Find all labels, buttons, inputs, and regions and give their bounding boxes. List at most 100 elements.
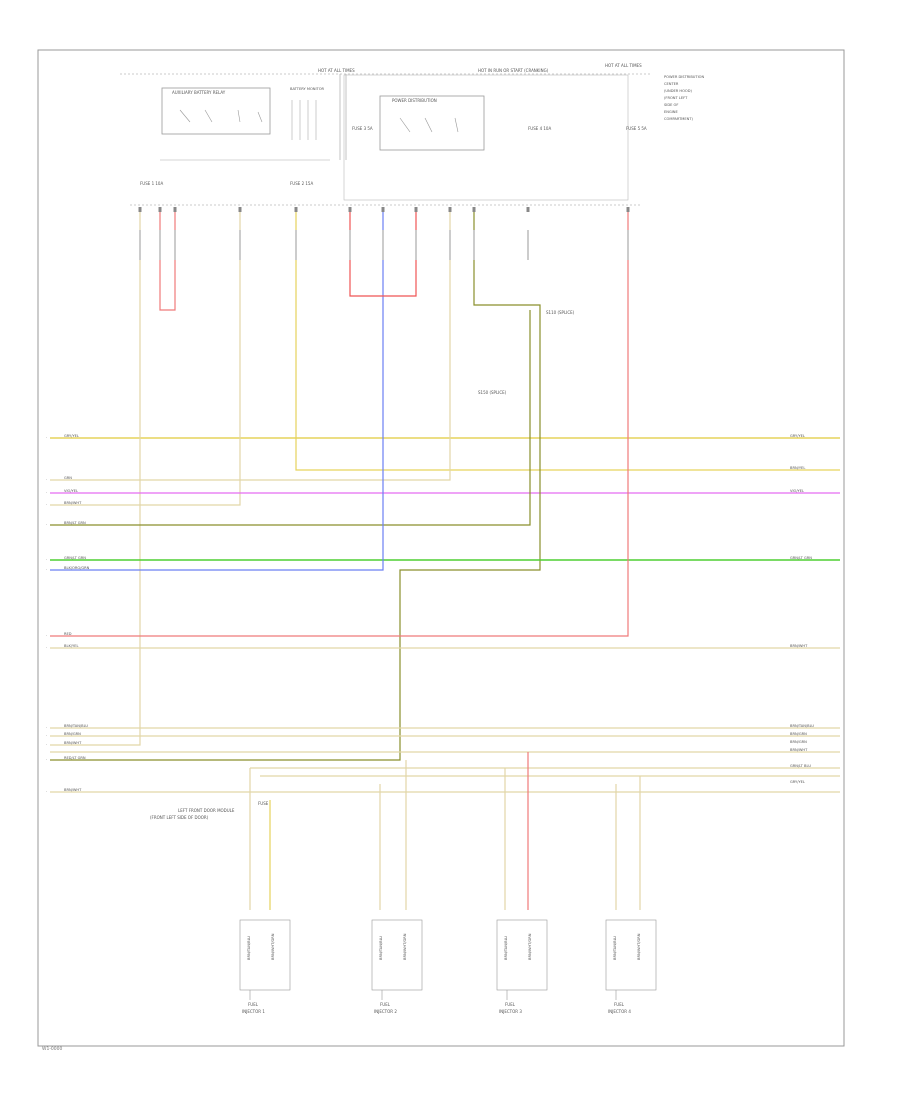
module-wire-label: BRN/TAN/BLU [379,936,383,960]
label-hot-at-all-times: HOT AT ALL TIMES [318,68,355,73]
bus-right-label: BRN/YEL [790,466,805,470]
module-name: FUEL [248,1002,259,1007]
module-sub: INJECTOR 4 [608,1009,631,1014]
wire-tag [159,230,161,260]
wire-tag [473,230,475,260]
fuel-injector-module: FUEL INJECTOR 2 BRN/TAN/BLU BRN/WHT/GRN [371,919,423,1014]
fuel-injector-module: FUEL INJECTOR 1 BRN/TAN/BLU BRN/WHT/GRN [239,919,291,1014]
wire-tag [382,230,384,260]
bus-right-label: BRN/GRN [790,740,807,744]
svg-text:(FRONT LEFT SIDE OF DOOR): (FRONT LEFT SIDE OF DOOR) [150,815,209,820]
fuse-label-5: FUSE 5 5A [626,126,647,131]
bus-right-label: GRN/LT BLU [790,764,811,768]
svg-text:FUSE: FUSE [258,801,269,806]
module-name: FUEL [614,1002,625,1007]
connector-pin [626,207,630,212]
bus-left-label: BRN/WHT [64,741,82,745]
relay-left-box [161,87,271,135]
module-wire-label: BRN/WHT/GRN [271,933,275,960]
module-name: FUEL [505,1002,516,1007]
bottom-center-label: FUSE LEFT FRONT DOOR MODULE (FRONT LEFT … [150,801,269,820]
fuel-injector-module: FUEL INJECTOR 4 BRN/TAN/BLU BRN/WHT/GRN [605,919,657,1014]
wire-blue [50,210,384,571]
wire-olive-1 [50,310,531,526]
bus-right-label: BRN/WHT [790,748,808,752]
bus-left-label: BRN/TAN/BLU [64,724,88,728]
bus-left-label: BRN/WHT [64,788,82,792]
bus-left-pin: · [46,758,47,762]
bus-right-label: BRN/TAN/BLU [790,724,814,728]
bus-left-label: BLK/ORG/GRN [64,566,90,570]
svg-text:(FRONT LEFT: (FRONT LEFT [664,96,688,100]
module-sub: INJECTOR 3 [499,1009,522,1014]
bus-left-label: GRN [64,476,72,480]
wire-tan-1 [50,210,241,506]
wire-tag [527,230,529,260]
wire-tag [139,230,141,260]
svg-text:CENTER: CENTER [664,82,679,86]
connector-pin [526,207,530,212]
wire-tan-2 [50,210,141,746]
wire-tag [239,230,241,260]
module-sub: INJECTOR 1 [242,1009,265,1014]
connector-pin [414,207,418,212]
module-box [239,919,291,991]
bus-left-pin: · [46,478,47,482]
bus-left-label: BRN/WHT [64,501,82,505]
connector-pin [294,207,298,212]
connector-pin [472,207,476,212]
bus-left-pin: · [46,726,47,730]
bus-left-pin: · [46,634,47,638]
bus-left-pin: · [46,790,47,794]
bus-right-label: GRY/YEL [790,434,805,438]
label-hot-in-run: HOT IN RUN OR START (CRANKING) [478,68,549,73]
wire-tag [349,230,351,260]
bus-left-label: GRY/YEL [64,434,79,438]
wire-tag [415,230,417,260]
bus-left-label: GRN/LT GRN [64,556,86,560]
bus-left-pin: · [46,436,47,440]
connector-pin [158,207,162,212]
bus-right-label: GRY/YEL [790,780,805,784]
bus-left-pin: · [46,523,47,527]
relay-mid-box [379,95,485,151]
module-wire-label: BRN/TAN/BLU [247,936,251,960]
fuse-label-1: FUSE 1 10A [140,181,163,186]
svg-text:POWER DISTRIBUTION: POWER DISTRIBUTION [664,75,704,79]
fuse-label-4: FUSE 4 10A [528,126,551,131]
bus-right-label: BRN/WHT [790,644,808,648]
bus-left-pin: · [46,646,47,650]
wire-runs [50,210,840,910]
module-name: FUEL [380,1002,391,1007]
connector-pins [138,207,630,260]
battery-box-pins [291,100,317,140]
connector-pin [173,207,177,212]
relay-left-label: AUXILIARY BATTERY RELAY [172,90,226,95]
bus-left-pin: · [46,734,47,738]
splice-label-1: S110 (SPLICE) [546,310,575,315]
label-hot-right: HOT AT ALL TIMES [605,63,642,68]
svg-text:(UNDER HOOD): (UNDER HOOD) [664,89,693,93]
relay-mid-label: POWER DISTRIBUTION [392,98,437,103]
fuse-label-2: FUSE 2 15A [290,181,313,186]
bus-right-label: VIO/YEL [790,489,804,493]
module-wire-label: BRN/TAN/BLU [613,936,617,960]
module-wire-label: BRN/WHT/GRN [637,933,641,960]
wire-red-long [50,210,629,637]
module-wire-label: BRN/WHT/GRN [528,933,532,960]
module-wire-label: BRN/WHT/GRN [403,933,407,960]
connector-pin [238,207,242,212]
bus-left-label: BRN/LT GRN [64,521,86,525]
module-box [496,919,548,991]
wire-tag [449,230,451,260]
bus-left-label: RED/LT GRN [64,756,86,760]
bus-right-label: BRN/GRN [790,732,807,736]
module-sub: INJECTOR 2 [374,1009,397,1014]
bus-left-pin: · [46,491,47,495]
bus-left-label: BRN/GRN [64,732,81,736]
right-block-text: POWER DISTRIBUTION CENTER (UNDER HOOD) (… [664,75,704,121]
